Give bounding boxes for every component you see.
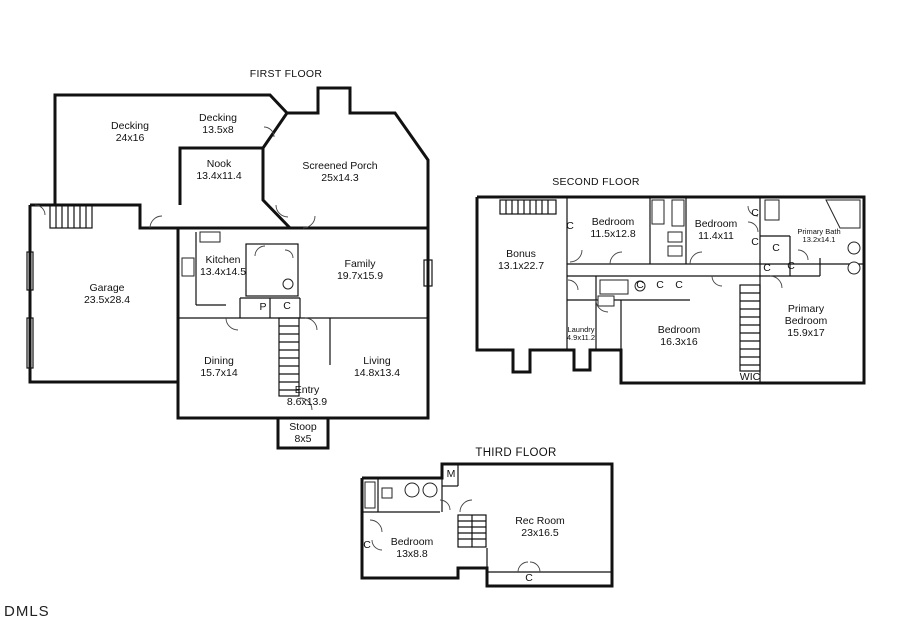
room-size: 13.5x8 — [202, 123, 234, 136]
room-name: Family — [344, 258, 376, 270]
closet-marker: C — [787, 260, 795, 272]
mechanical-marker: M — [446, 468, 456, 480]
room-size: 15.9x17 — [787, 326, 825, 339]
room-name: Laundry — [567, 325, 595, 334]
closet-marker: C — [283, 300, 291, 312]
second-floor-walls — [475, 195, 866, 385]
room-bedroom-2: Bedroom 11.5x12.8 — [590, 216, 636, 241]
room-bedroom-3: Bedroom 11.4x11 — [694, 218, 738, 243]
room-size: 23.5x28.4 — [83, 293, 131, 306]
third-floor-walls — [360, 462, 614, 588]
room-size: 13.1x22.7 — [497, 259, 545, 272]
closet-marker: C — [656, 279, 664, 291]
room-size: 13.4x14.5 — [199, 265, 247, 278]
room-kitchen: Kitchen 13.4x14.5 — [199, 254, 247, 279]
closet-marker: C — [566, 220, 574, 232]
room-decking-small: Decking 13.5x8 — [199, 112, 237, 137]
room-bonus: Bonus 13.1x22.7 — [497, 248, 545, 273]
room-name: Bonus — [506, 248, 536, 260]
room-name: Decking — [111, 120, 149, 132]
room-size: 8x5 — [294, 432, 312, 445]
room-size: 23x16.5 — [521, 526, 559, 539]
room-bedroom-4: Bedroom 16.3x16 — [657, 324, 701, 349]
room-name: Dining — [204, 355, 234, 367]
room-name: Bedroom — [390, 536, 434, 548]
room-size: 13.4x11.4 — [196, 169, 242, 182]
closet-marker: C — [525, 572, 533, 584]
room-family: Family 19.7x15.9 — [336, 258, 384, 283]
room-size: 19.7x15.9 — [336, 269, 384, 282]
room-name: Rec Room — [515, 515, 565, 527]
room-size: 4.9x11.2 — [566, 333, 596, 343]
room-name: Primary — [787, 303, 825, 315]
room-size: 8.6x13.9 — [286, 395, 328, 408]
room-size: 11.5x12.8 — [590, 227, 636, 240]
first-floor-title: FIRST FLOOR — [249, 68, 323, 80]
room-name: Bedroom — [657, 324, 701, 336]
room-name: Primary Bath — [797, 227, 841, 236]
room-nook: Nook 13.4x11.4 — [196, 158, 242, 183]
room-name: Entry — [294, 384, 320, 396]
closet-marker: C — [763, 262, 771, 274]
walk-in-closet-marker: WIC — [739, 371, 761, 383]
room-screened-porch: Screened Porch 25x14.3 — [302, 160, 378, 185]
closet-marker: C — [636, 279, 644, 291]
room-name: Bedroom — [694, 218, 738, 230]
room-decking-large: Decking 24x16 — [111, 120, 149, 145]
room-name: Decking — [199, 112, 237, 124]
room-size: 15.7x14 — [200, 366, 238, 379]
closet-marker: C — [363, 539, 371, 551]
second-floor-title: SECOND FLOOR — [552, 176, 640, 188]
room-size: 13.2x14.1 — [802, 235, 836, 245]
room-name: Bedroom — [591, 216, 635, 228]
pantry-marker: P — [259, 301, 267, 313]
room-name: Stoop — [289, 421, 317, 433]
room-size: 11.4x11 — [698, 229, 734, 242]
first-floor-walls — [26, 86, 433, 450]
room-third-bedroom: Bedroom 13x8.8 — [390, 536, 434, 561]
room-living: Living 14.8x13.4 — [353, 355, 401, 380]
room-primary-bath: Primary Bath 13.2x14.1 — [797, 227, 841, 245]
room-rec-room: Rec Room 23x16.5 — [515, 515, 565, 540]
closet-marker: C — [772, 242, 780, 254]
room-size: 16.3x16 — [660, 335, 698, 348]
room-name: Living — [363, 355, 391, 367]
room-entry: Entry 8.6x13.9 — [286, 384, 328, 409]
room-size: 14.8x13.4 — [353, 366, 401, 379]
closet-marker: C — [675, 279, 683, 291]
room-name: Screened Porch — [302, 160, 378, 172]
dmls-watermark: DMLS — [4, 603, 50, 620]
room-name: Garage — [89, 282, 125, 294]
room-name-line2: Bedroom — [784, 314, 828, 327]
room-garage: Garage 23.5x28.4 — [83, 282, 131, 307]
room-primary-bedroom: Primary Bedroom 15.9x17 — [784, 303, 828, 339]
room-name: Nook — [206, 158, 232, 170]
room-name: Kitchen — [205, 254, 241, 266]
closet-marker: C — [751, 207, 759, 219]
room-dining: Dining 15.7x14 — [200, 355, 238, 380]
room-stoop: Stoop 8x5 — [289, 421, 317, 446]
closet-marker: C — [751, 236, 759, 248]
room-size: 25x14.3 — [321, 171, 359, 184]
third-floor-title: THIRD FLOOR — [475, 447, 557, 459]
room-size: 13x8.8 — [396, 547, 428, 560]
room-laundry: Laundry 4.9x11.2 — [566, 325, 596, 343]
room-size: 24x16 — [115, 131, 145, 144]
